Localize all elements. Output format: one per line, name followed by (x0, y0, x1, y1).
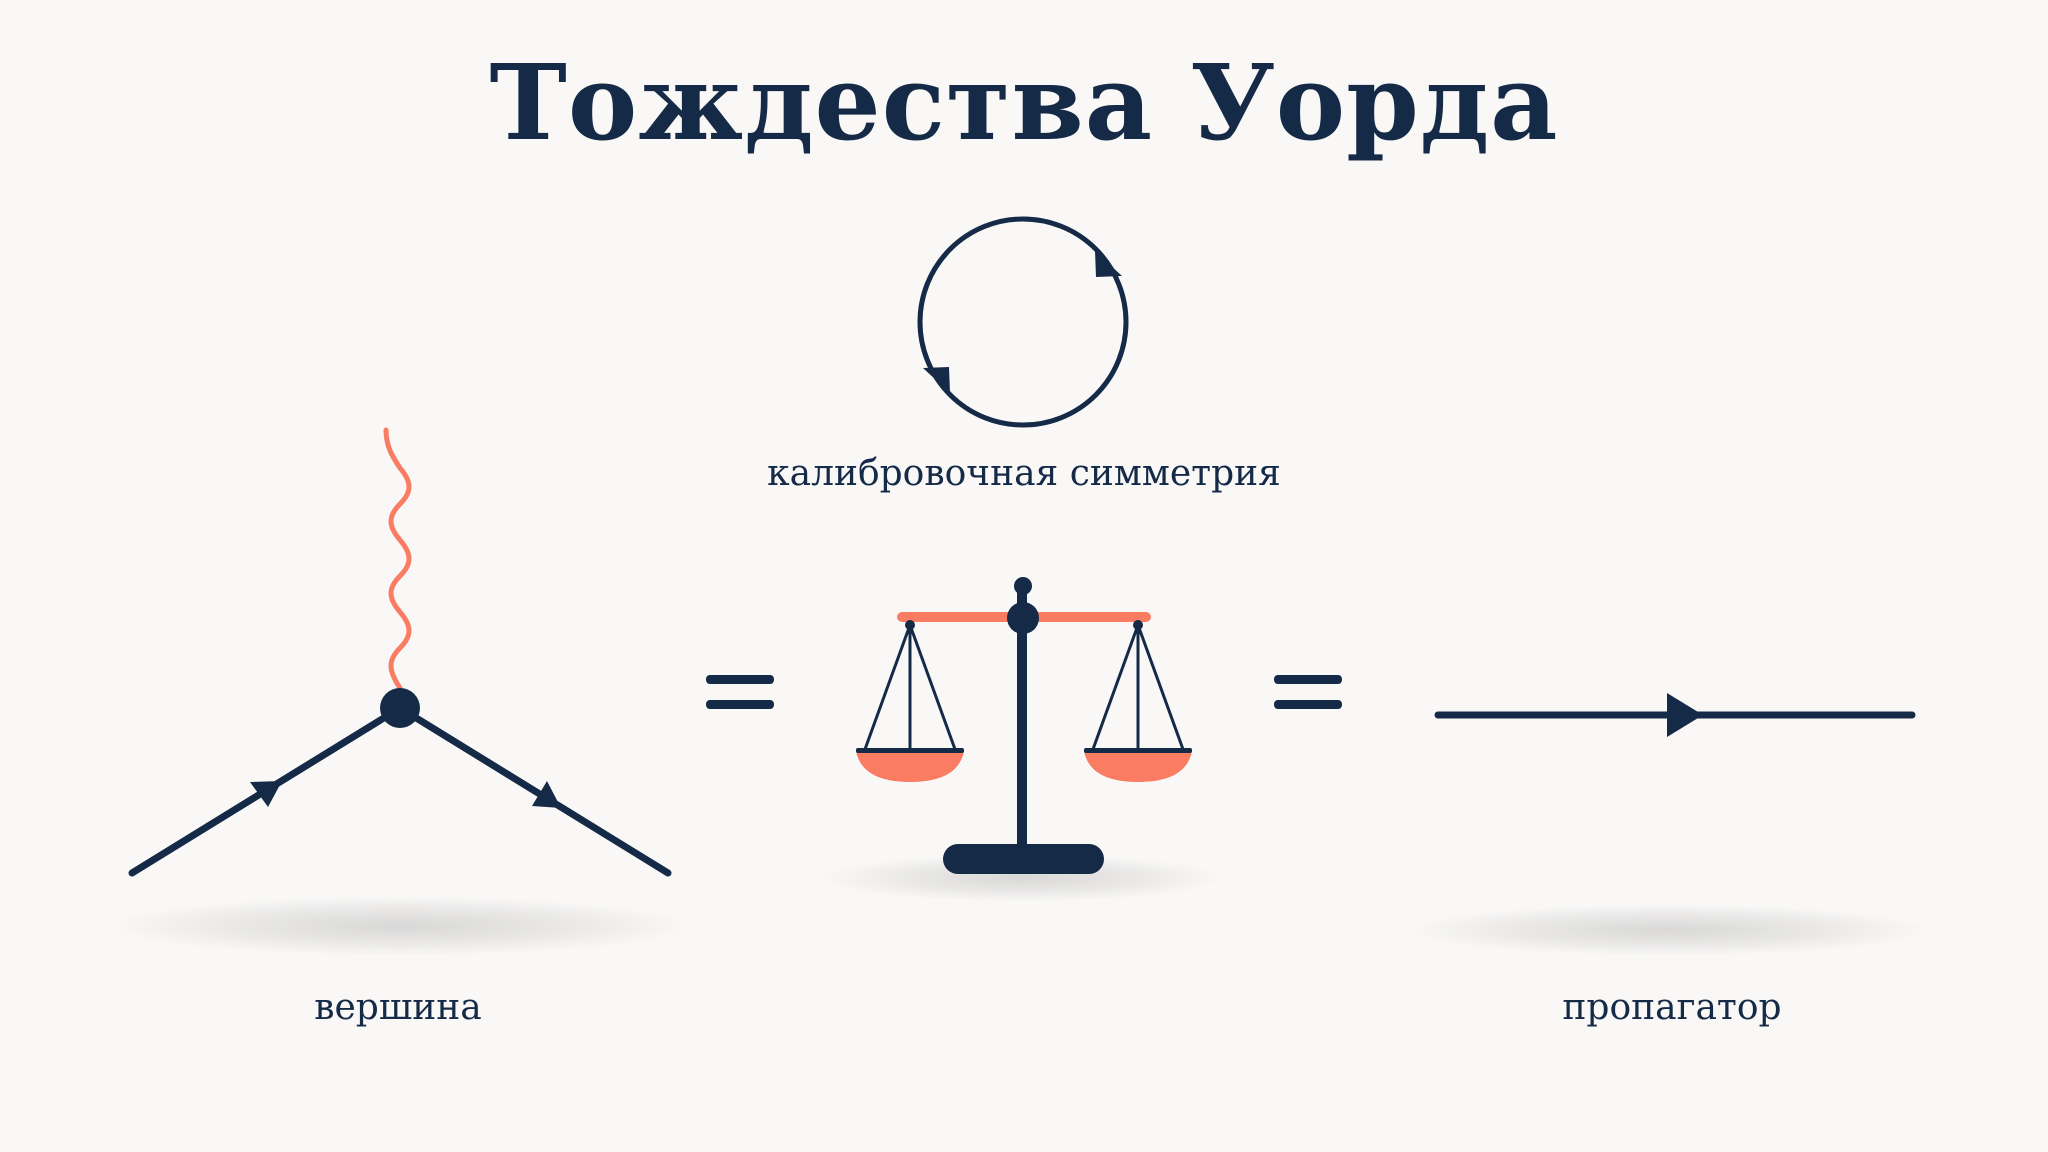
equals-sign-left (706, 675, 774, 709)
outgoing-arrow-icon (532, 781, 561, 808)
balance-scale-icon (856, 577, 1192, 874)
gauge-symmetry-label: калибровочная симметрия (767, 453, 1281, 494)
propagator-label: пропагатор (1562, 987, 1782, 1028)
vertex-dot (380, 688, 420, 728)
equals-sign-right (1274, 675, 1342, 709)
propagator-arrow-icon (1667, 693, 1703, 737)
scale-shadow (822, 854, 1222, 902)
loop-arrow-top-right (1095, 251, 1122, 277)
vertex-label: вершина (314, 987, 482, 1028)
outgoing-fermion-line (396, 704, 672, 877)
page-title: Тождества Уорда (489, 41, 1559, 164)
photon-wavy-line (383, 427, 412, 691)
vertex-shadow (110, 896, 690, 956)
propagator-shadow (1408, 904, 1928, 956)
gauge-loop-icon (917, 216, 1129, 428)
loop-arrow-bottom-left (923, 367, 950, 393)
incoming-arrow-icon (250, 781, 282, 807)
